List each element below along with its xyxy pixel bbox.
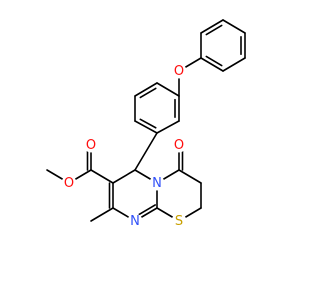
atom-label-background: [149, 175, 165, 191]
phenyl-bond: [156, 82, 180, 97]
phenyl-bond: [156, 120, 180, 134]
atom-label-background: [171, 213, 187, 229]
phenyl-bond: [200, 19, 224, 34]
molecule-drawing: O O O O N N S: [46, 19, 246, 229]
atom-label-n-ring-fused: N: [152, 176, 162, 191]
phenyl-bond: [134, 120, 158, 134]
phenyl-bond: [222, 57, 246, 72]
atom-label-o-carbonyl-ring: O: [174, 138, 184, 153]
structure-canvas: O O O O N N S: [46, 19, 246, 229]
atom-label-o-ether: O: [174, 64, 184, 79]
atom-label-background: [171, 137, 187, 153]
aryl-bond: [134, 132, 158, 171]
atom-label-o-ester-single: O: [64, 176, 74, 191]
phenyl-double-bond: [139, 87, 157, 99]
atom-label-background: [171, 63, 187, 79]
atom-label-n-ring-imine: N: [130, 214, 140, 229]
phenyl-bond: [200, 57, 224, 72]
methyl-bond: [90, 207, 114, 222]
phenyl-double-bond: [205, 24, 223, 36]
atom-label-s-ring: S: [175, 214, 183, 229]
phenyl-bond: [222, 19, 246, 34]
phenyl-double-bond: [139, 118, 157, 129]
phenyl-bond: [134, 82, 158, 97]
ring-bond: [178, 169, 202, 184]
atom-label-background: [61, 175, 77, 191]
atom-label-background: [127, 213, 143, 229]
ester-bond: [90, 169, 114, 184]
atom-label-o-ester-carbonyl: O: [86, 138, 96, 153]
phenyl-double-bond: [205, 55, 223, 67]
ring-bond: [112, 169, 136, 184]
atom-label-layer: O O O O N N S: [61, 63, 187, 229]
atom-label-background: [83, 137, 99, 153]
bond-layer: [46, 19, 246, 222]
